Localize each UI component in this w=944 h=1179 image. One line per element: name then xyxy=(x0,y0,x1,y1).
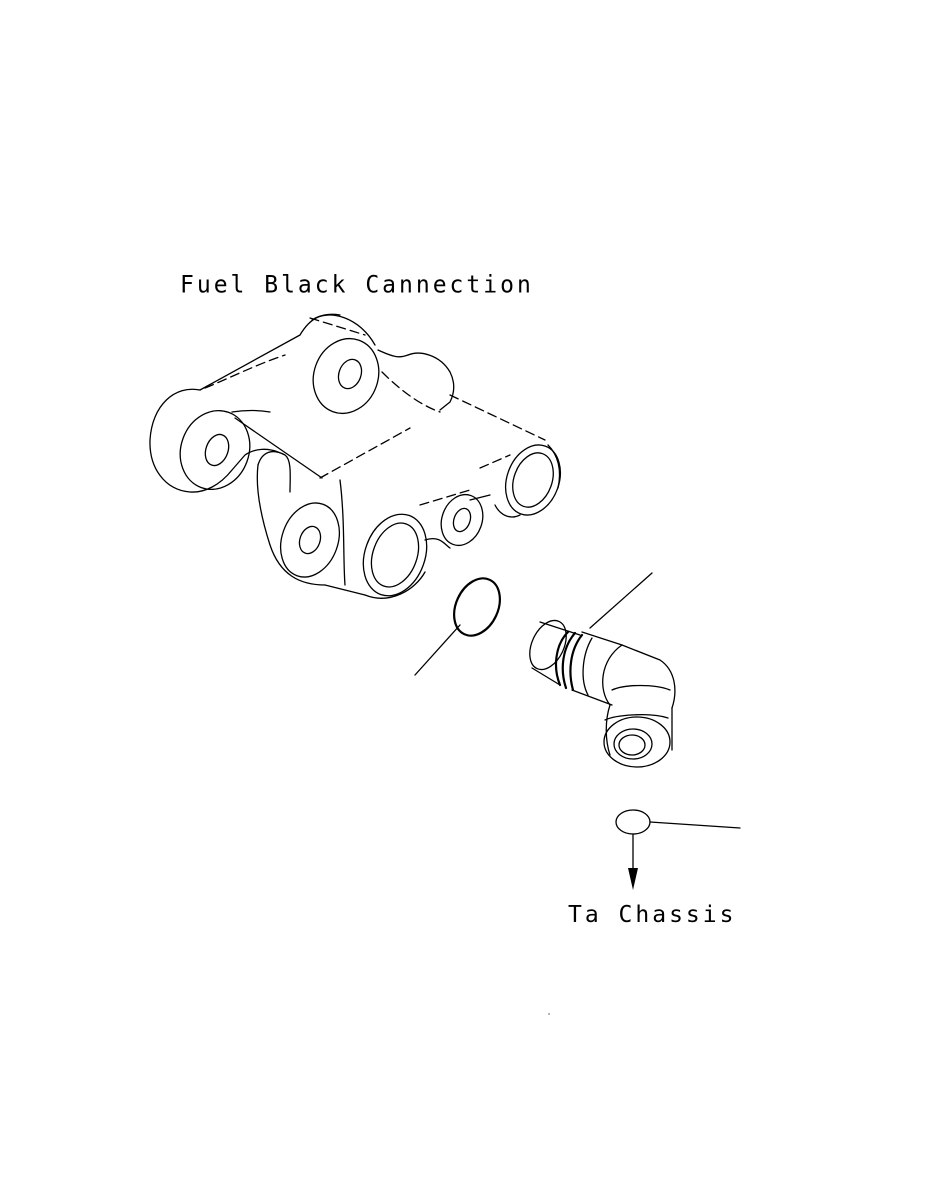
arrow-head-icon xyxy=(628,868,638,890)
o-ring xyxy=(414,577,501,676)
fitting-leader-line xyxy=(589,572,653,629)
elbow-fitting xyxy=(529,572,676,768)
chassis-connection xyxy=(615,809,741,890)
to-chassis-label: Ta Chassis xyxy=(568,902,737,928)
fuel-block-connection-label: Fuel Black Cannection xyxy=(180,271,534,299)
o-ring-leader-line xyxy=(414,624,461,676)
fuel-block xyxy=(149,313,562,599)
cap-leader-line xyxy=(649,821,741,829)
